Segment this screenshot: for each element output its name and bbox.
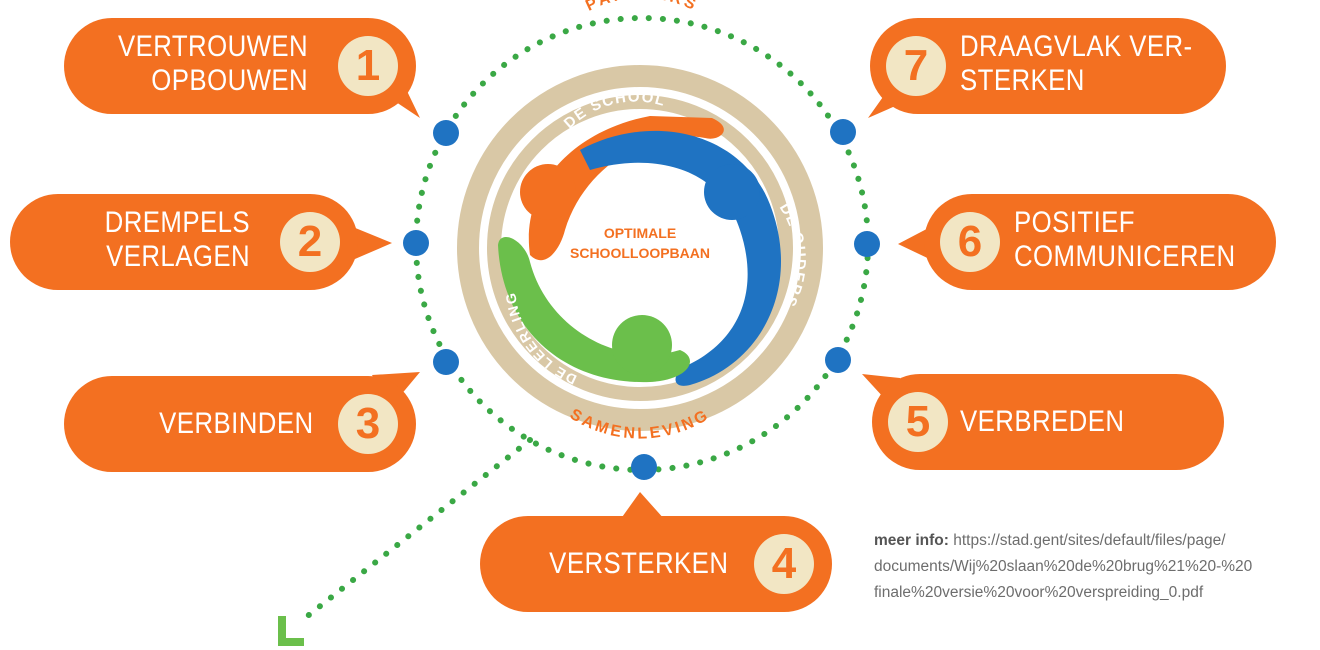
step-1-line1: VERTROUWEN: [117, 30, 308, 63]
step-7-line1: DRAAGVLAK VER-: [960, 30, 1193, 63]
connector-dot-7: [830, 119, 856, 145]
connector-dots: [403, 119, 880, 480]
step-1-number: 1: [338, 36, 398, 96]
step-7-bubble: 7 DRAAGVLAK VER- STERKEN: [870, 18, 1226, 114]
inner-ring: [487, 95, 793, 401]
step-7-label: DRAAGVLAK VER- STERKEN: [960, 30, 1193, 98]
step-6-line2: COMMUNICEREN: [1014, 240, 1236, 273]
school-figure-head: [520, 164, 576, 220]
center-title-line2: SCHOOLLOOPBAAN: [570, 245, 710, 261]
more-info-url-1[interactable]: https://stad.gent/sites/default/files/pa…: [953, 532, 1226, 549]
step-7-line2: STERKEN: [960, 64, 1085, 97]
step-1-bubble: VERTROUWEN OPBOUWEN 1: [64, 18, 416, 114]
ouders-figure-head: [704, 164, 760, 220]
step-2-label: DREMPELS VERLAGEN: [105, 206, 250, 274]
more-info-url-3[interactable]: finale%20versie%20voor%20verspreiding_0.…: [874, 584, 1204, 601]
step-2-line1: DREMPELS: [104, 206, 250, 239]
more-info-url-2[interactable]: documents/Wij%20slaan%20de%20brug%21%20-…: [874, 558, 1253, 575]
step-2-line2: VERLAGEN: [106, 240, 250, 273]
step-5-label: VERBREDEN: [960, 405, 1125, 438]
step-3-bubble: VERBINDEN 3: [64, 376, 416, 472]
step-5-number: 5: [888, 392, 948, 452]
outer-ring: [457, 65, 823, 431]
step-1-line2: OPBOUWEN: [151, 64, 308, 97]
more-info-first-line: meer info: https://stad.gent/sites/defau…: [874, 532, 1226, 549]
center-title-line1: OPTIMALE: [604, 225, 676, 241]
connector-dot-6: [854, 231, 880, 257]
step-6-line1: POSITIEF: [1014, 206, 1135, 239]
arrow-head-icon: [278, 616, 304, 646]
connector-dot-1: [433, 120, 459, 146]
step-4-number: 4: [754, 534, 814, 594]
connector-dot-4: [631, 454, 657, 480]
connector-dot-2: [403, 230, 429, 256]
partners-label: PARTNERS: [583, 0, 701, 15]
step-2-bubble: DREMPELS VERLAGEN 2: [10, 194, 358, 290]
step-6-number: 6: [940, 212, 1000, 272]
connector-dot-3: [433, 349, 459, 375]
leerling-arm: [498, 236, 690, 383]
step-6-bubble: 6 POSITIEF COMMUNICEREN: [924, 194, 1276, 290]
more-info-text: meer info: https://stad.gent/sites/defau…: [874, 528, 1314, 606]
more-info-label: meer info:: [874, 532, 949, 549]
connector-dot-5: [825, 347, 851, 373]
step-7-number: 7: [886, 36, 946, 96]
step-4-bubble: VERSTERKEN 4: [480, 516, 832, 612]
step-2-number: 2: [280, 212, 340, 272]
school-arm: [528, 116, 724, 261]
step-1-label: VERTROUWEN OPBOUWEN: [118, 30, 308, 98]
step-6-label: POSITIEF COMMUNICEREN: [1014, 206, 1236, 274]
step-5-bubble: 5 VERBREDEN: [872, 374, 1224, 470]
step-3-label: VERBINDEN: [159, 407, 314, 440]
step-4-label: VERSTERKEN: [548, 547, 728, 580]
leerling-figure-head: [612, 315, 672, 375]
step-3-number: 3: [338, 394, 398, 454]
